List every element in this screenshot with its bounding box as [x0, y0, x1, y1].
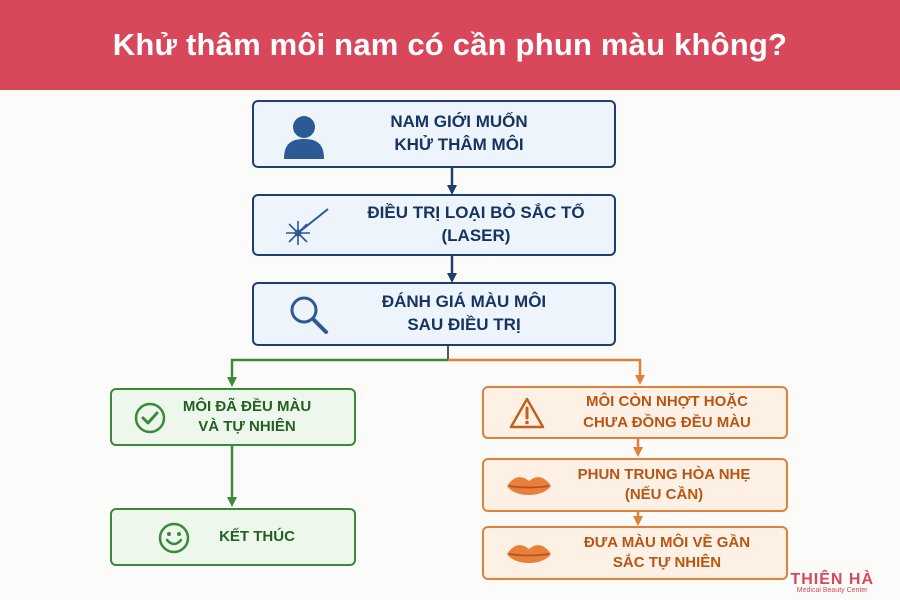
node-laser-text: ĐIỀU TRỊ LOẠI BỎ SẮC TỐ (LASER): [346, 196, 606, 254]
node-neutralize-line2: (NẾU CẦN): [624, 486, 704, 503]
node-evaluate-text: ĐÁNH GIÁ MÀU MÔI SAU ĐIỀU TRỊ: [354, 284, 574, 344]
brand-logo: THIÊN HÀ Medical Beauty Center: [790, 571, 874, 594]
lips-icon: [504, 470, 554, 502]
node-end-text: KẾT THÚC: [202, 510, 312, 564]
node-laser: ĐIỀU TRỊ LOẠI BỎ SẮC TỐ (LASER): [252, 194, 616, 256]
title-banner: Khử thâm môi nam có cần phun màu không?: [0, 0, 900, 90]
check-circle-icon: [132, 400, 168, 436]
arrow-evaluate-to-uneven: [448, 358, 645, 385]
node-end: KẾT THÚC: [110, 508, 356, 566]
node-neutralize-line1: PHUN TRUNG HÒA NHẸ: [577, 465, 751, 483]
page-title: Khử thâm môi nam có cần phun màu không?: [112, 27, 788, 62]
node-start-text: NAM GIỚI MUỐN KHỬ THÂM MÔI: [364, 102, 554, 166]
flowchart: NAM GIỚI MUỐN KHỬ THÂM MÔI ĐIỀU TRỊ LOẠI…: [0, 90, 900, 600]
node-evaluate-line2: SAU ĐIỀU TRỊ: [407, 315, 521, 334]
node-neutralize: PHUN TRUNG HÒA NHẸ (NẾU CẦN): [482, 458, 788, 512]
node-start-line1: NAM GIỚI MUỐN: [390, 112, 528, 132]
smiley-icon: [156, 520, 192, 556]
node-evaluate-line1: ĐÁNH GIÁ MÀU MÔI: [381, 292, 547, 312]
node-end-line1: KẾT THÚC: [219, 527, 295, 545]
connector-arrows: [227, 168, 645, 526]
brand-tagline: Medical Beauty Center: [796, 587, 868, 594]
lips-icon: [504, 538, 554, 570]
node-natural-text: ĐƯA MÀU MÔI VỀ GẦN SẮC TỰ NHIÊN: [564, 528, 770, 578]
node-uneven-line1: MÔI CÒN NHỢT HOẶC: [586, 393, 748, 411]
node-laser-line1: ĐIỀU TRỊ LOẠI BỎ SẮC TỐ: [367, 203, 585, 223]
node-laser-line2: (LASER): [441, 226, 511, 245]
node-start-line2: KHỬ THÂM MÔI: [394, 135, 524, 154]
node-natural-line2: SẮC TỰ NHIÊN: [612, 554, 722, 571]
node-uneven-text: MÔI CÒN NHỢT HOẶC CHƯA ĐỒNG ĐỀU MÀU: [562, 388, 772, 437]
node-neutralize-text: PHUN TRUNG HÒA NHẸ (NẾU CẦN): [564, 460, 764, 510]
brand-name: THIÊN HÀ: [790, 571, 874, 588]
node-even-line1: MÔI ĐÃ ĐỀU MÀU: [182, 397, 312, 415]
node-natural: ĐƯA MÀU MÔI VỀ GẦN SẮC TỰ NHIÊN: [482, 526, 788, 580]
node-even: MÔI ĐÃ ĐỀU MÀU VÀ TỰ NHIÊN: [110, 388, 356, 446]
node-uneven: MÔI CÒN NHỢT HOẶC CHƯA ĐỒNG ĐỀU MÀU: [482, 386, 788, 439]
magnifier-icon: [286, 292, 332, 338]
node-even-text: MÔI ĐÃ ĐỀU MÀU VÀ TỰ NHIÊN: [172, 390, 322, 444]
laser-icon: [280, 202, 332, 250]
node-natural-line1: ĐƯA MÀU MÔI VỀ GẦN: [583, 533, 751, 551]
arrow-evaluate-to-even: [227, 358, 448, 387]
warning-icon: [508, 395, 546, 431]
node-start: NAM GIỚI MUỐN KHỬ THÂM MÔI: [252, 100, 616, 168]
node-uneven-line2: CHƯA ĐỒNG ĐỀU MÀU: [583, 413, 751, 431]
node-even-line2: VÀ TỰ NHIÊN: [198, 418, 296, 435]
node-evaluate: ĐÁNH GIÁ MÀU MÔI SAU ĐIỀU TRỊ: [252, 282, 616, 346]
person-icon: [280, 112, 328, 160]
